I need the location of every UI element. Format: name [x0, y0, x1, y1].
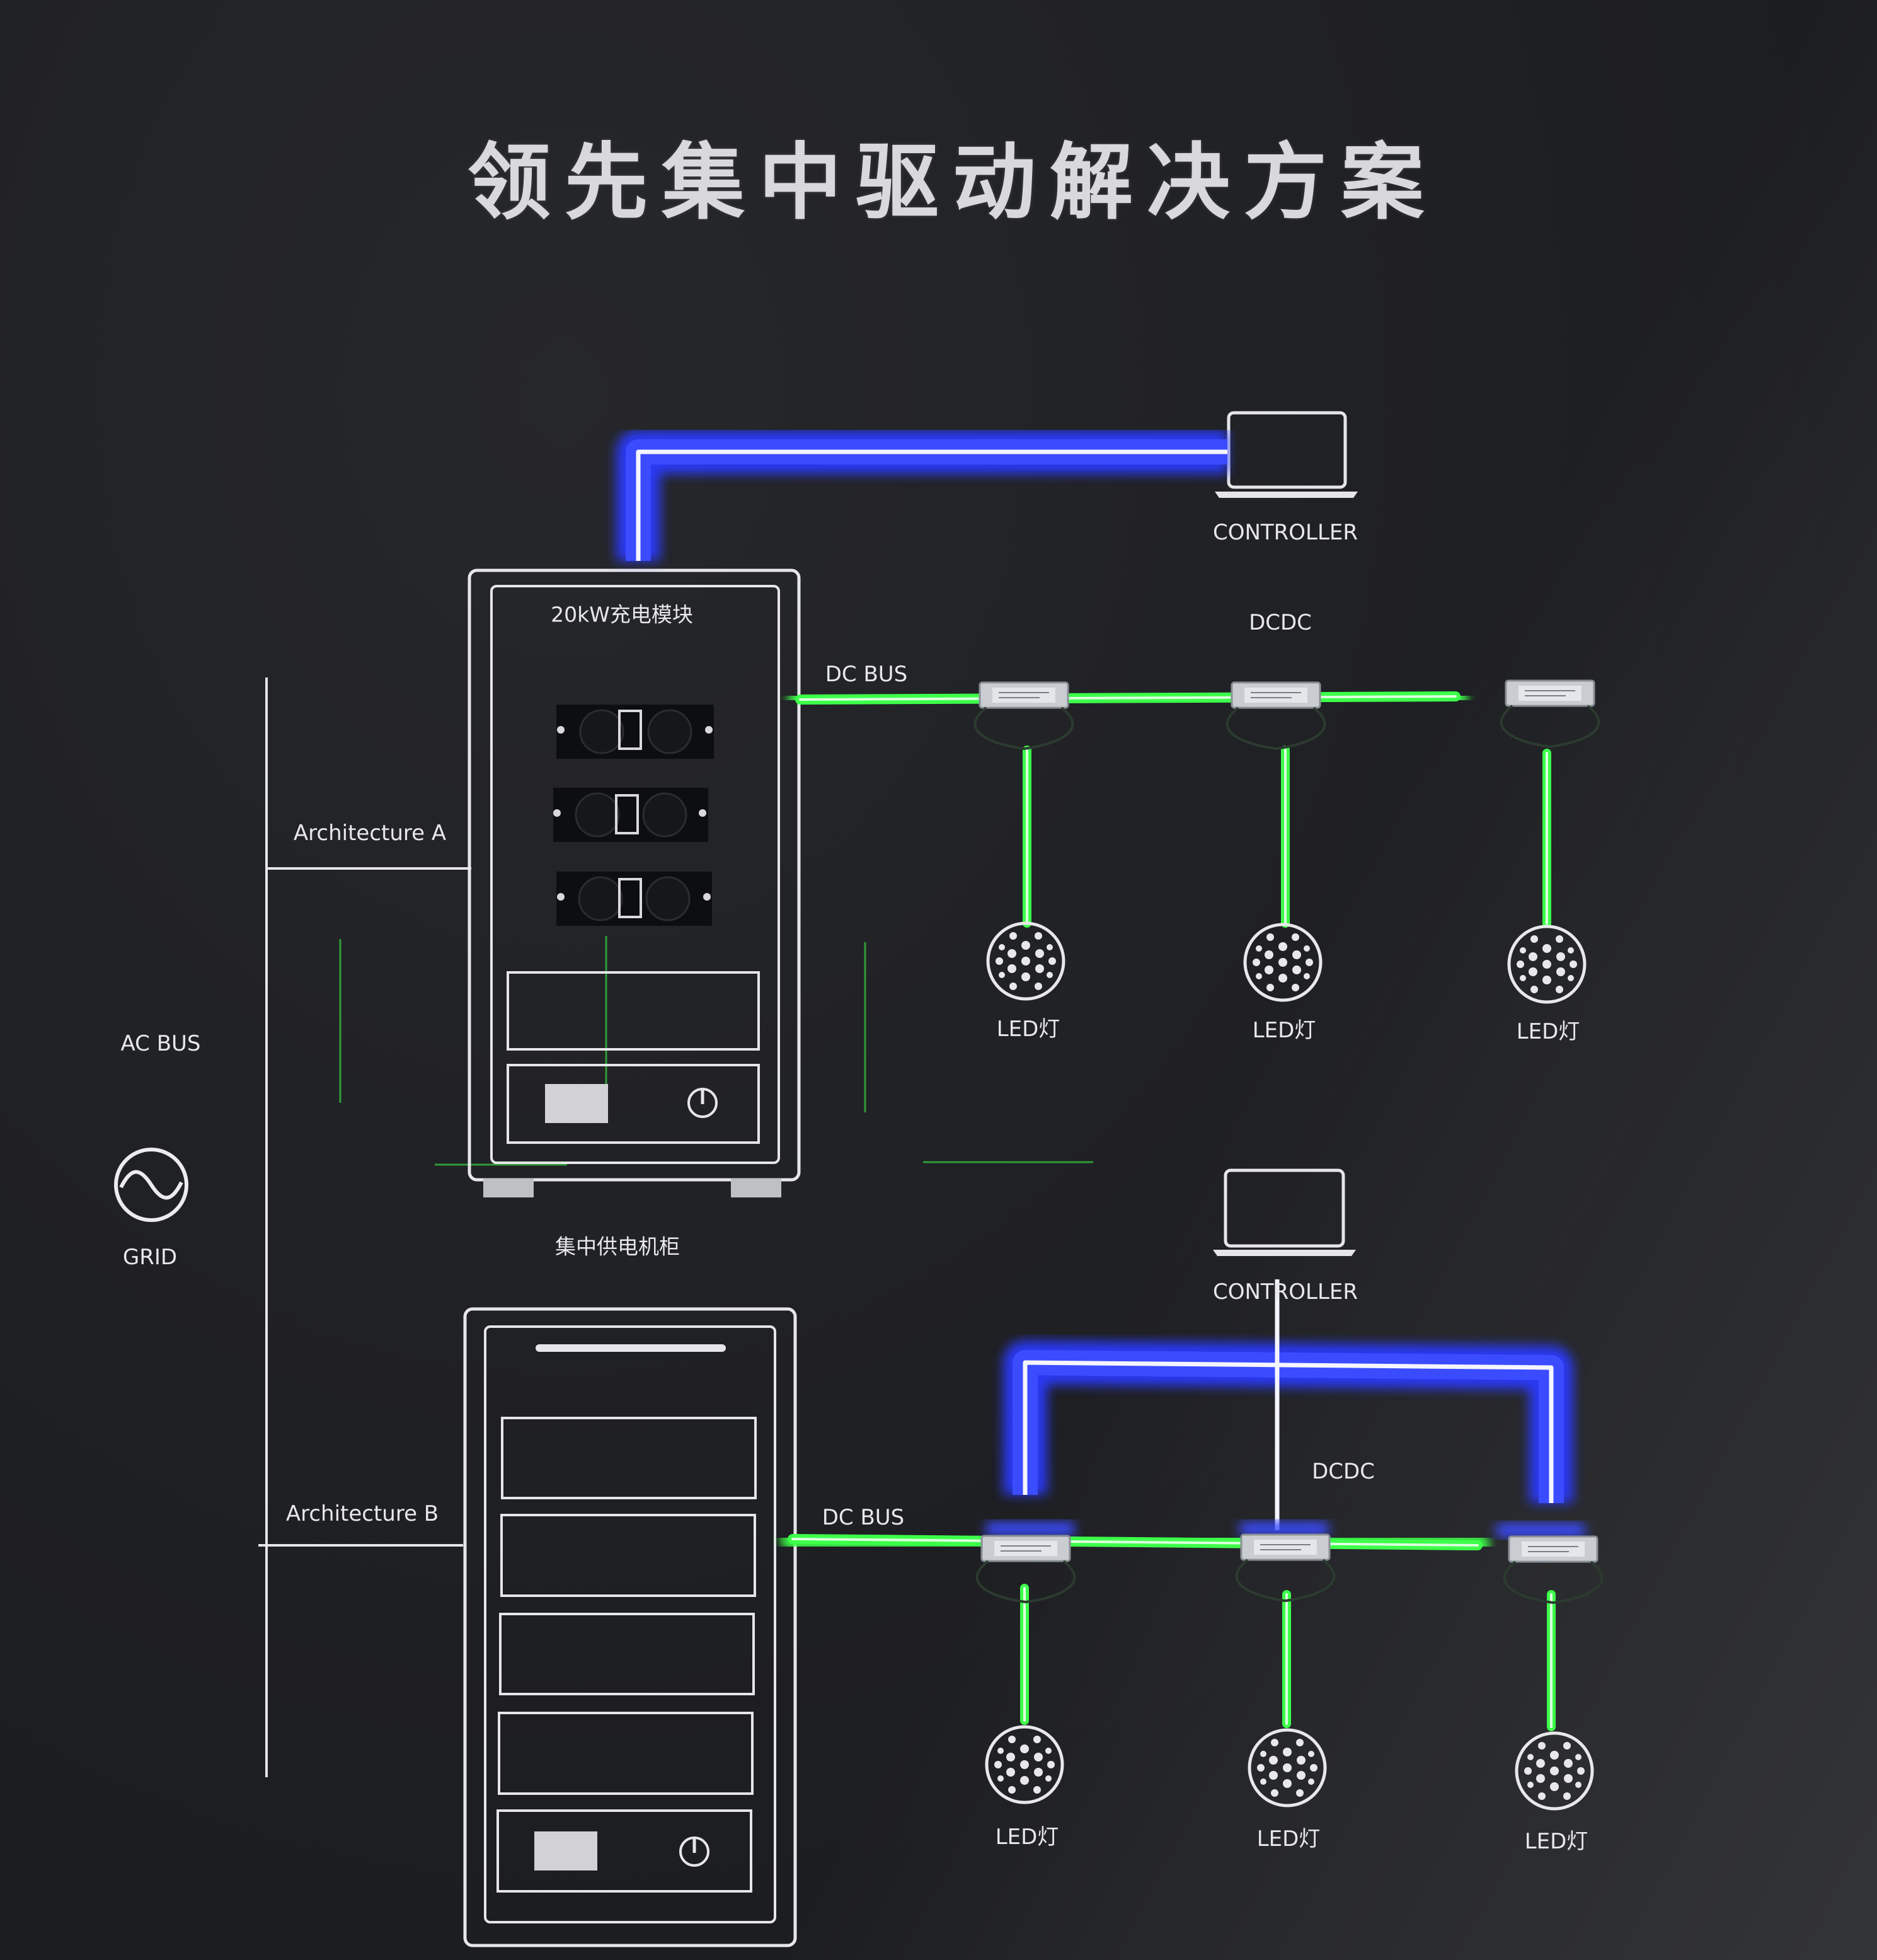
led-b1-label: LED灯 — [995, 1825, 1059, 1850]
ac-bus — [258, 677, 471, 1777]
cabinet-b — [463, 1307, 797, 1947]
charging-module-slot — [553, 788, 708, 842]
dcdc-module-a1 — [973, 681, 1074, 750]
led-lamp-icon — [1517, 1733, 1592, 1809]
ambient-reflections — [339, 936, 1093, 1166]
grid-label: GRID — [122, 1245, 178, 1270]
module-label: 20kW充电模块 — [551, 602, 693, 627]
controller-a-label: CONTROLLER — [1212, 520, 1358, 545]
cabinet-a-display — [545, 1084, 608, 1123]
dc-bus-b-label: DC BUS — [822, 1505, 905, 1530]
led-a3-label: LED灯 — [1516, 1019, 1580, 1044]
led-lamp-icon — [988, 923, 1064, 999]
page-title: 领先集中驱动解决方案 — [468, 134, 1438, 231]
controller-b-label: CONTROLLER — [1212, 1279, 1358, 1305]
laptop-icon-controller-a — [1215, 411, 1358, 498]
led-lamp-icon — [1245, 925, 1321, 1000]
cabinet-a — [468, 568, 801, 1197]
led-lamp-icon — [1249, 1730, 1325, 1806]
sine-wave-icon — [114, 1148, 188, 1222]
charging-module-slot — [556, 872, 712, 926]
power-icon — [687, 1088, 718, 1118]
dc-bus-a — [788, 684, 1558, 934]
laptop-icon-controller-b — [1213, 1168, 1356, 1256]
power-icon — [679, 1836, 709, 1867]
led-lamp-icon — [987, 1727, 1062, 1802]
control-line-a — [616, 430, 1227, 561]
dcdc-b-label: DCDC — [1312, 1459, 1375, 1484]
led-lamp-icon — [1509, 926, 1585, 1002]
cabinet-label: 集中供电机柜 — [555, 1234, 680, 1259]
control-line-b — [986, 1279, 1585, 1537]
charging-module-slot — [556, 705, 714, 759]
cabinet-b-display — [534, 1831, 597, 1871]
dc-bus-b — [780, 1526, 1562, 1738]
dcdc-a-label: DCDC — [1249, 610, 1312, 635]
dcdc-module-a2 — [1226, 681, 1326, 750]
architecture-a-label: Architecture A — [293, 821, 447, 846]
ac-bus-label: AC BUS — [120, 1031, 201, 1056]
led-b2-label: LED灯 — [1256, 1826, 1321, 1852]
led-a1-label: LED灯 — [996, 1017, 1060, 1042]
led-b3-label: LED灯 — [1524, 1829, 1588, 1854]
architecture-b-label: Architecture B — [285, 1501, 439, 1526]
dc-bus-a-label: DC BUS — [825, 662, 908, 687]
led-a2-label: LED灯 — [1252, 1018, 1316, 1043]
dcdc-module-a3 — [1500, 679, 1600, 748]
